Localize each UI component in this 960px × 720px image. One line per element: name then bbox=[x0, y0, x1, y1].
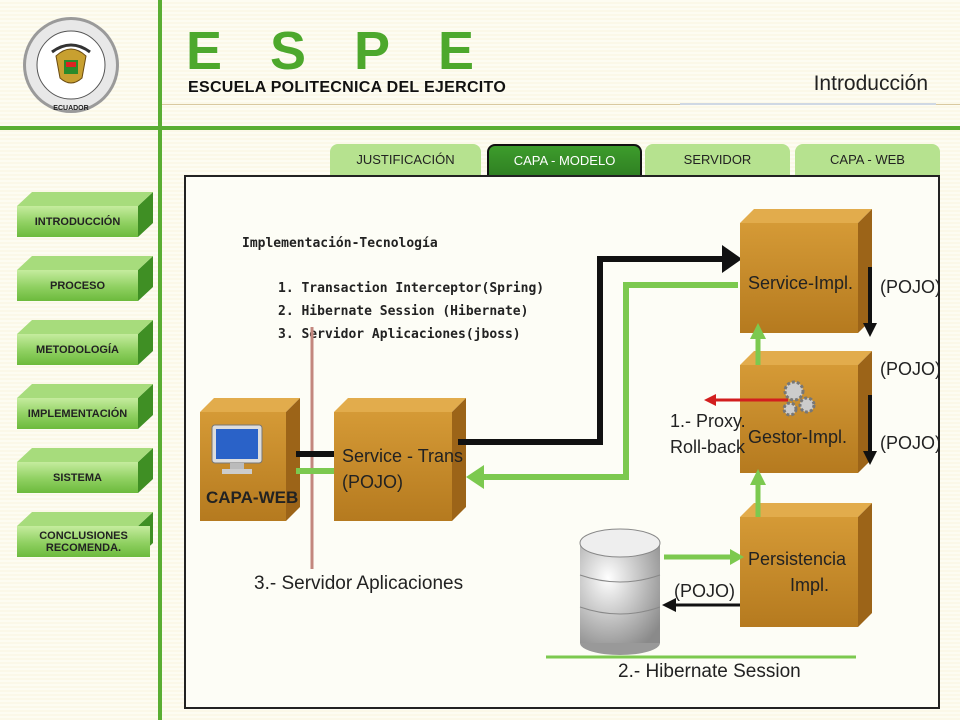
pojo-down-arrowhead bbox=[863, 323, 877, 337]
capa-web-label: CAPA-WEB bbox=[206, 488, 298, 507]
gestor-impl-box: Gestor-Impl. bbox=[740, 351, 872, 473]
sidebar-item-introduccion[interactable]: INTRODUCCIÓN bbox=[17, 192, 153, 250]
sidebar-item-label: CONCLUSIONES RECOMENDA. bbox=[17, 526, 150, 557]
tech-heading: Implementación-Tecnología bbox=[242, 236, 438, 251]
service-trans-pojo: (POJO) bbox=[342, 472, 403, 492]
tab-capa-modelo[interactable]: CAPA - MODELO bbox=[487, 144, 642, 177]
monitor-icon bbox=[211, 424, 263, 474]
rollback-label: Roll-back bbox=[670, 437, 746, 457]
sidebar-item-label: SISTEMA bbox=[17, 462, 138, 493]
call-arrowhead bbox=[722, 245, 742, 273]
service-impl-box: Service-Impl. bbox=[740, 209, 872, 333]
pojo-label: (POJO) bbox=[880, 359, 938, 379]
pojo-label: (POJO) bbox=[880, 277, 938, 297]
return-arrowhead bbox=[466, 465, 484, 489]
sidebar-item-implementacion[interactable]: IMPLEMENTACIÓN bbox=[17, 384, 153, 442]
tab-servidor[interactable]: SERVIDOR bbox=[645, 144, 790, 175]
gestor-impl-label: Gestor-Impl. bbox=[748, 427, 847, 447]
sidebar-item-label: METODOLOGÍA bbox=[17, 334, 138, 365]
section-underline bbox=[680, 103, 936, 105]
persistencia-impl-label: Impl. bbox=[790, 575, 829, 595]
architecture-diagram-panel: Implementación-Tecnología 1. Transaction… bbox=[184, 175, 940, 709]
architecture-diagram: Implementación-Tecnología 1. Transaction… bbox=[200, 209, 938, 682]
gears-icon bbox=[782, 380, 816, 417]
capa-web-box: CAPA-WEB bbox=[200, 398, 300, 521]
servidor-aplicaciones-label: 3.- Servidor Aplicaciones bbox=[254, 573, 463, 594]
pojo-down-arrowhead bbox=[863, 451, 877, 465]
tab-justificacion[interactable]: JUSTIFICACIÓN bbox=[330, 144, 481, 175]
persist-to-db-arrowhead bbox=[662, 598, 676, 612]
db-to-persist-arrowhead bbox=[730, 549, 744, 565]
proxy-red-arrowhead bbox=[704, 394, 716, 406]
hibernate-session-label: 2.- Hibernate Session bbox=[618, 661, 801, 682]
sidebar-item-conclusiones[interactable]: CONCLUSIONES RECOMENDA. bbox=[17, 512, 153, 570]
sidebar-item-proceso[interactable]: PROCESO bbox=[17, 256, 153, 314]
pojo-label: (POJO) bbox=[880, 433, 938, 453]
espe-seal-logo: ECUADOR bbox=[23, 17, 119, 113]
persistencia-label: Persistencia bbox=[748, 549, 847, 569]
sidebar-item-sistema[interactable]: SISTEMA bbox=[17, 448, 153, 506]
tech-list-item: 3. Servidor Aplicaciones(jboss) bbox=[278, 327, 521, 342]
tech-list-item: 2. Hibernate Session (Hibernate) bbox=[278, 304, 528, 319]
tech-list-item: 1. Transaction Interceptor(Spring) bbox=[278, 281, 544, 296]
brand-title: ESPE bbox=[186, 21, 523, 81]
sidebar-item-metodologia[interactable]: METODOLOGÍA bbox=[17, 320, 153, 378]
proxy-label: 1.- Proxy. bbox=[670, 411, 746, 431]
persistencia-impl-box: Persistencia Impl. bbox=[740, 503, 872, 627]
database-icon bbox=[579, 528, 661, 655]
horizontal-divider bbox=[0, 126, 960, 130]
sidebar-item-label: IMPLEMENTACIÓN bbox=[17, 398, 138, 429]
service-trans-label: Service - Trans bbox=[342, 446, 463, 466]
return-arrow-green bbox=[482, 282, 738, 480]
section-title: Introducción bbox=[813, 72, 928, 95]
pojo-label: (POJO) bbox=[674, 581, 735, 601]
sidebar-item-label: INTRODUCCIÓN bbox=[17, 206, 138, 237]
up-arrowhead-green bbox=[750, 469, 766, 485]
up-arrowhead-green bbox=[750, 323, 766, 339]
tab-capa-web[interactable]: CAPA - WEB bbox=[795, 144, 940, 175]
call-arrow-black bbox=[458, 256, 724, 445]
header-rule bbox=[162, 104, 960, 105]
service-impl-label: Service-Impl. bbox=[748, 273, 853, 293]
sidebar-item-label: PROCESO bbox=[17, 270, 138, 301]
brand-subtitle: ESCUELA POLITECNICA DEL EJERCITO bbox=[188, 79, 507, 96]
service-trans-box: Service - Trans (POJO) bbox=[334, 398, 466, 521]
vertical-divider bbox=[158, 0, 162, 720]
svg-text:ECUADOR: ECUADOR bbox=[53, 105, 88, 112]
